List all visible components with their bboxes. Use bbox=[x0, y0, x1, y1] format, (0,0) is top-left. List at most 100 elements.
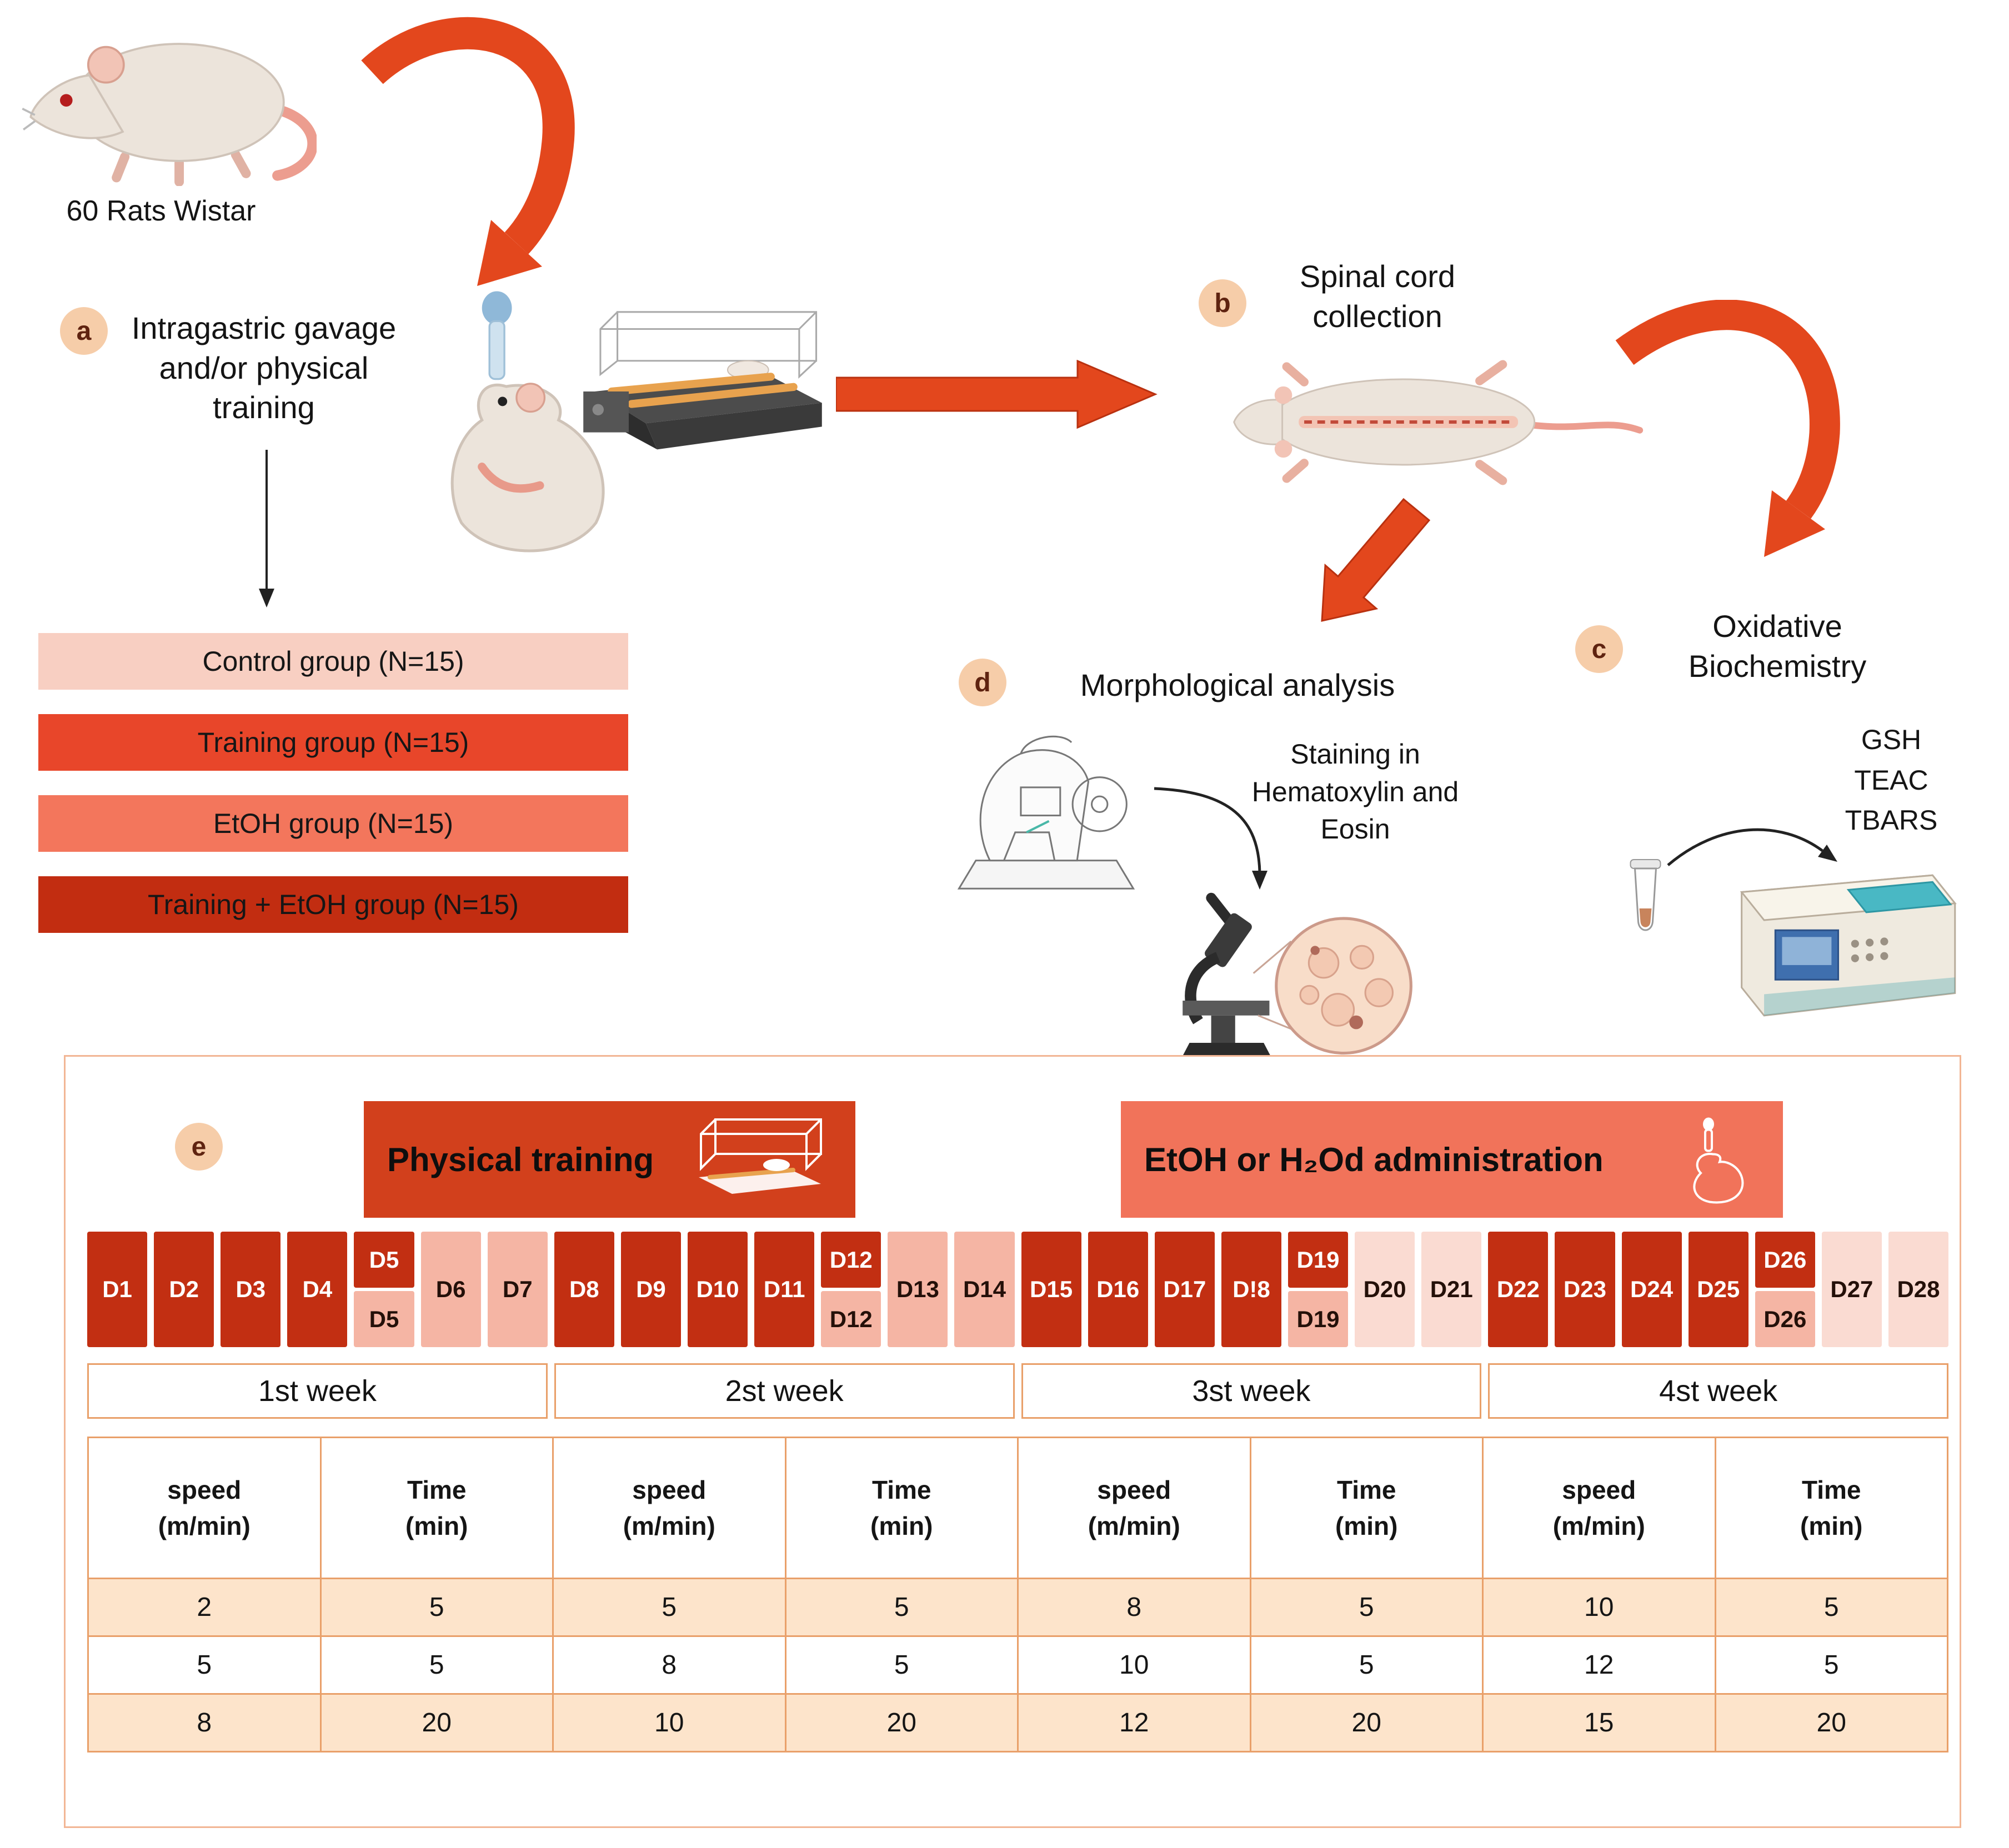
group-box: EtOH group (N=15) bbox=[38, 795, 628, 852]
diagonal-arrow-icon bbox=[1289, 488, 1455, 654]
table-value-cell: 20 bbox=[321, 1695, 554, 1752]
gavage-illustration bbox=[417, 286, 622, 569]
day-box: D13 bbox=[888, 1232, 948, 1347]
day-box: D6 bbox=[420, 1232, 481, 1347]
step-c-label: Oxidative Biochemistry bbox=[1688, 609, 1867, 684]
step-a-badge: a bbox=[60, 307, 108, 355]
table-value-cell: 5 bbox=[321, 1579, 554, 1637]
table-value-cell: 8 bbox=[89, 1695, 322, 1752]
etoh-header: EtOH or H₂Od administration bbox=[1121, 1101, 1783, 1218]
day-box: D17 bbox=[1154, 1232, 1215, 1347]
day-box: D25 bbox=[1688, 1232, 1749, 1347]
week-label: 2st week bbox=[554, 1363, 1015, 1419]
physical-training-header: Physical training bbox=[364, 1101, 855, 1218]
down-arrow-icon bbox=[250, 450, 283, 611]
step-c-badge: c bbox=[1575, 625, 1623, 673]
day-half: D12 bbox=[821, 1291, 881, 1347]
day-box: D28 bbox=[1888, 1232, 1949, 1347]
microscope-illustration bbox=[1142, 877, 1420, 1083]
group-box: Control group (N=15) bbox=[38, 633, 628, 690]
day-box: D9 bbox=[620, 1232, 681, 1347]
curved-arrow-icon bbox=[344, 17, 589, 294]
day-half: D12 bbox=[821, 1232, 881, 1288]
thin-curved-arrow-icon bbox=[1148, 775, 1292, 903]
table-header-cell: Time (min) bbox=[786, 1438, 1019, 1579]
spinal-rat-illustration bbox=[1222, 347, 1650, 497]
day-box: D10 bbox=[687, 1232, 748, 1347]
table-value-cell: 10 bbox=[1019, 1637, 1251, 1695]
step-d-label: Morphological analysis bbox=[1080, 667, 1395, 702]
day-box: D23 bbox=[1555, 1232, 1615, 1347]
day-box: D1 bbox=[87, 1232, 148, 1347]
table-value-cell: 5 bbox=[89, 1637, 322, 1695]
assay-label: GSH bbox=[1861, 724, 1922, 755]
tube-illustration bbox=[1619, 855, 1672, 950]
day-box: D27 bbox=[1821, 1232, 1882, 1347]
assay-label: TBARS bbox=[1845, 805, 1938, 836]
table-value-cell: 5 bbox=[1251, 1637, 1484, 1695]
week-label: 4st week bbox=[1488, 1363, 1948, 1419]
table-value-cell: 20 bbox=[1251, 1695, 1484, 1752]
table-value-cell: 5 bbox=[554, 1579, 786, 1637]
day-box: D21 bbox=[1421, 1232, 1482, 1347]
table-value-cell: 10 bbox=[1484, 1579, 1716, 1637]
rat-illustration bbox=[17, 8, 318, 187]
day-box: D11 bbox=[754, 1232, 815, 1347]
day-half: D26 bbox=[1755, 1232, 1815, 1288]
group-box: Training group (N=15) bbox=[38, 714, 628, 771]
etoh-label: EtOH or H₂Od administration bbox=[1144, 1141, 1604, 1178]
thin-curved-arrow-icon bbox=[1658, 812, 1841, 878]
groups-container: Control group (N=15) Training group (N=15… bbox=[38, 633, 628, 933]
table-value-cell: 12 bbox=[1019, 1695, 1251, 1752]
day-box: D8 bbox=[554, 1232, 614, 1347]
table-value-cell: 5 bbox=[1716, 1637, 1948, 1695]
day-box: D16 bbox=[1088, 1232, 1148, 1347]
table-value-cell: 15 bbox=[1484, 1695, 1716, 1752]
table-value-cell: 2 bbox=[89, 1579, 322, 1637]
table-header-cell: Time (min) bbox=[1716, 1438, 1948, 1579]
assay-list: GSH TEAC TBARS bbox=[1783, 720, 2000, 841]
day-box: D14 bbox=[954, 1232, 1015, 1347]
microtome-illustration bbox=[936, 720, 1156, 906]
table-value-cell: 8 bbox=[554, 1637, 786, 1695]
step-e-badge: e bbox=[175, 1123, 223, 1171]
day-box: D!8 bbox=[1221, 1232, 1281, 1347]
day-box: D7 bbox=[487, 1232, 548, 1347]
flow-arrow-right-icon bbox=[835, 359, 1158, 429]
staining-label: Staining in Hematoxylin and Eosin bbox=[1251, 739, 1459, 845]
day-half: D5 bbox=[354, 1232, 414, 1288]
speed-table: speed (m/min)Time (min)speed (m/min)Time… bbox=[87, 1437, 1948, 1752]
table-header-cell: speed (m/min) bbox=[1484, 1438, 1716, 1579]
group-box: Training + EtOH group (N=15) bbox=[38, 876, 628, 933]
table-header-cell: speed (m/min) bbox=[554, 1438, 786, 1579]
day-box: D3 bbox=[221, 1232, 281, 1347]
table-value-cell: 20 bbox=[1716, 1695, 1948, 1752]
table-value-cell: 5 bbox=[786, 1579, 1019, 1637]
table-header-cell: Time (min) bbox=[1251, 1438, 1484, 1579]
table-value-cell: 5 bbox=[1716, 1579, 1948, 1637]
table-header-cell: Time (min) bbox=[321, 1438, 554, 1579]
table-value-cell: 10 bbox=[554, 1695, 786, 1752]
day-box: D22 bbox=[1488, 1232, 1549, 1347]
treadmill-illustration bbox=[578, 305, 828, 478]
day-half: D19 bbox=[1287, 1232, 1349, 1288]
week-label: 3st week bbox=[1021, 1363, 1482, 1419]
day-half: D19 bbox=[1287, 1291, 1349, 1347]
table-value-cell: 8 bbox=[1019, 1579, 1251, 1637]
day-box: D15 bbox=[1021, 1232, 1081, 1347]
day-half: D26 bbox=[1755, 1291, 1815, 1347]
day-box: D24 bbox=[1621, 1232, 1682, 1347]
step-b-badge: b bbox=[1199, 279, 1246, 327]
table-value-cell: 5 bbox=[1251, 1579, 1484, 1637]
table-header-cell: speed (m/min) bbox=[1019, 1438, 1251, 1579]
step-b-label: Spinal cord collection bbox=[1299, 259, 1456, 334]
physical-training-label: Physical training bbox=[387, 1141, 654, 1178]
gavage-mini-icon bbox=[1676, 1114, 1760, 1206]
table-value-cell: 5 bbox=[786, 1637, 1019, 1695]
day-box: D20 bbox=[1355, 1232, 1415, 1347]
assay-label: TEAC bbox=[1854, 764, 1928, 796]
